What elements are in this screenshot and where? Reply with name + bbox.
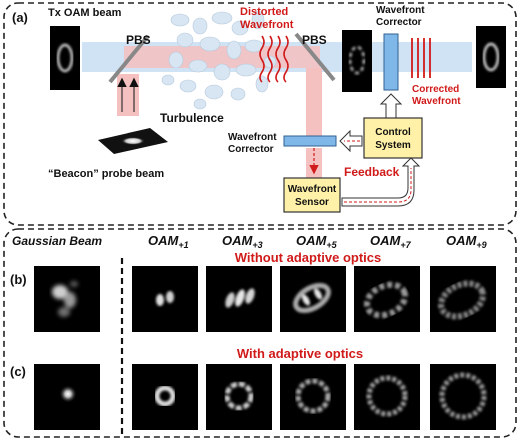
pbs-right-mirror — [294, 32, 336, 82]
distorted-oam-image — [342, 30, 372, 92]
header-oam-3: OAM+3 — [222, 233, 263, 250]
tx-oam-ring — [56, 43, 74, 73]
row-b-label: (b) — [10, 272, 27, 287]
distorted-oam-ring — [348, 45, 366, 75]
wfc-bottom-label-1: Wavefront — [228, 132, 277, 143]
row-c-images — [34, 364, 496, 430]
sensor-label-1: Wavefront — [288, 184, 337, 195]
c-oam7-image — [354, 364, 420, 430]
header-oam-5: OAM+5 — [296, 233, 338, 250]
b-oam1-lobes — [156, 291, 174, 306]
header-oam-1: OAM+1 — [148, 233, 189, 250]
corrected-wavefront-lines — [411, 38, 431, 78]
correction-arrow-up — [379, 93, 403, 119]
distorted-wavefront-lines — [259, 35, 289, 83]
wavefront-sensor-box — [283, 177, 341, 213]
distorted-label-2: Wavefront — [240, 19, 294, 31]
oam-headers: OAM+1 OAM+3 OAM+5 OAM+7 OAM+9 — [148, 233, 487, 250]
c-oam3-image — [206, 364, 272, 430]
turbulence-label: Turbulence — [160, 111, 224, 125]
wfc-bottom-label-2: Corrector — [228, 144, 274, 155]
c-oam3-ring — [224, 381, 254, 411]
pbs-right-label: PBS — [302, 33, 327, 47]
c-oam1-ring — [154, 385, 176, 407]
corrected-oam-ring — [482, 42, 500, 72]
panel-a-border — [3, 2, 517, 226]
beacon-spot — [121, 137, 145, 145]
wavefront-corrector-bottom — [283, 135, 337, 147]
tx-oam-image — [50, 26, 80, 90]
corrected-oam-image — [476, 26, 506, 88]
panel-a: (a) Tx OAM beam PBS “Beacon” probe beam — [3, 2, 517, 226]
b-oam9-ring — [438, 280, 486, 320]
b-oam5-image — [280, 266, 346, 332]
distorted-label-1: Distorted — [240, 6, 288, 18]
c-oam1-image — [132, 364, 198, 430]
control-label-2: System — [375, 140, 411, 151]
control-label-1: Control — [375, 127, 411, 138]
c-oam5-ring — [295, 378, 331, 414]
c-oam7-ring — [366, 375, 408, 417]
row-b-title: Without adaptive optics — [235, 250, 382, 265]
corrected-label-1: Corrected — [412, 84, 459, 95]
beacon-beam-down — [306, 68, 322, 138]
corrected-label-2: Wavefront — [412, 96, 461, 107]
b-oam1-image — [132, 266, 198, 332]
turbulence-cloud — [161, 10, 277, 110]
panel-a-label: (a) — [12, 10, 28, 25]
feedback-arrow — [341, 157, 421, 207]
wfc-top-label-1: Wavefront — [376, 5, 425, 16]
row-c-label: (c) — [10, 364, 26, 379]
control-system-box — [363, 117, 423, 159]
tx-beam-label: Tx OAM beam — [48, 7, 122, 19]
pbs-left-mirror — [108, 34, 150, 84]
b-gaussian-speckle — [52, 281, 78, 317]
panel-bc-border — [3, 228, 517, 438]
b-oam3-lobes — [225, 288, 255, 308]
beacon-label: “Beacon” probe beam — [48, 168, 164, 180]
panel-bc: Gaussian Beam OAM+1 OAM+3 OAM+5 OAM+7 OA… — [3, 228, 517, 438]
feedback-label: Feedback — [344, 165, 400, 179]
header-oam-9: OAM+9 — [446, 233, 487, 250]
c-oam5-image — [280, 364, 346, 430]
wavefront-corrector-top — [383, 33, 399, 91]
b-oam7-ring — [363, 281, 409, 319]
c-oam9-ring — [439, 372, 487, 420]
wfc-top-label-2: Corrector — [376, 17, 422, 28]
b-oam5-lobes — [293, 283, 331, 313]
row-c-title: With adaptive optics — [237, 346, 363, 361]
sensor-label-2: Sensor — [295, 197, 329, 208]
header-gaussian: Gaussian Beam — [12, 234, 102, 248]
header-oam-7: OAM+7 — [370, 233, 412, 250]
c-gaussian-spot — [59, 385, 77, 403]
b-oam7-image — [354, 266, 420, 332]
pbs-left-label: PBS — [126, 33, 151, 47]
beacon-beam-vertical — [117, 74, 139, 116]
control-to-corrector-arrow — [339, 129, 363, 153]
row-b-images — [34, 266, 496, 332]
